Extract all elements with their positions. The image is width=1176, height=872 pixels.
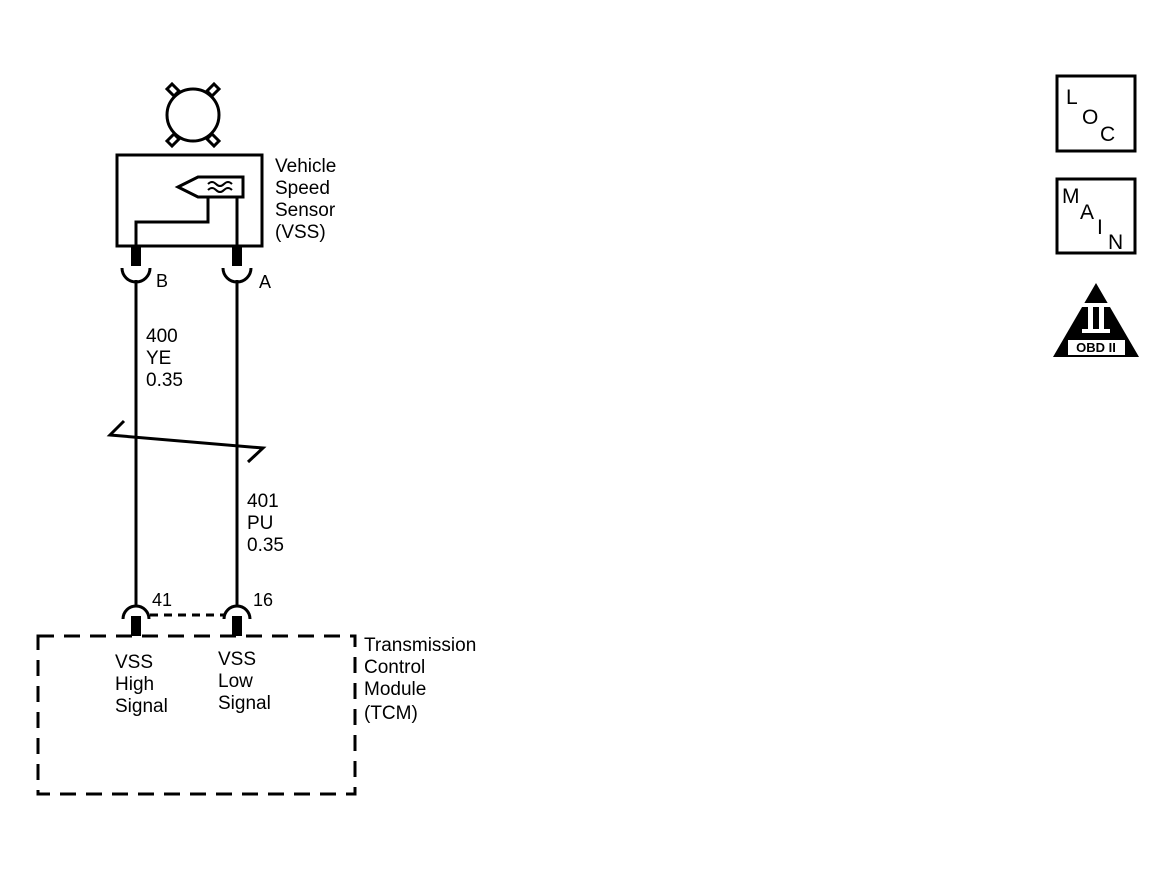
twisted-pair-icon [106, 419, 267, 464]
module-connector [121, 604, 252, 636]
main-icon[interactable]: M A I N [1055, 177, 1137, 255]
sensor-name: Vehicle Speed Sensor (VSS) [275, 156, 342, 243]
module-pin-41-label: 41 [152, 590, 172, 610]
transmission-control-module: 41 16 VSS High Signal VSS Low Signal Tra… [36, 590, 482, 796]
svg-text:C: C [1100, 123, 1115, 146]
vehicle-speed-sensor: Vehicle Speed Sensor (VSS) B A [115, 81, 342, 292]
svg-text:I: I [1097, 216, 1103, 239]
obd-ii-icon[interactable]: OBD II [1053, 283, 1139, 357]
sensor-pin-a-label: A [259, 272, 271, 292]
sensor-pin-b-label: B [156, 271, 168, 291]
wire-right-label: 401 PU 0.35 [247, 491, 284, 556]
roman-two-icon [1082, 303, 1110, 333]
module-pin-16-label: 16 [253, 590, 273, 610]
svg-text:O: O [1082, 106, 1098, 129]
svg-text:A: A [1080, 201, 1094, 224]
wire-left-label: 400 YE 0.35 [146, 326, 183, 391]
svg-text:L: L [1066, 86, 1078, 109]
module-right-signal-label: VSS Low Signal [218, 649, 271, 714]
wire-harness: 400 YE 0.35 401 PU 0.35 [106, 280, 284, 606]
magnetic-pickup-icon [134, 175, 245, 246]
module-name: Transmission Control Module (TCM) [364, 635, 482, 724]
loc-icon[interactable]: L O C [1055, 74, 1137, 153]
sensor-housing [115, 153, 264, 248]
sensor-connector [120, 246, 253, 284]
module-outline [36, 634, 357, 796]
module-left-signal-label: VSS High Signal [115, 652, 168, 717]
svg-text:M: M [1062, 185, 1080, 208]
svg-text:N: N [1108, 231, 1123, 254]
tone-wheel-icon [164, 81, 222, 149]
svg-text:OBD II: OBD II [1076, 340, 1116, 355]
